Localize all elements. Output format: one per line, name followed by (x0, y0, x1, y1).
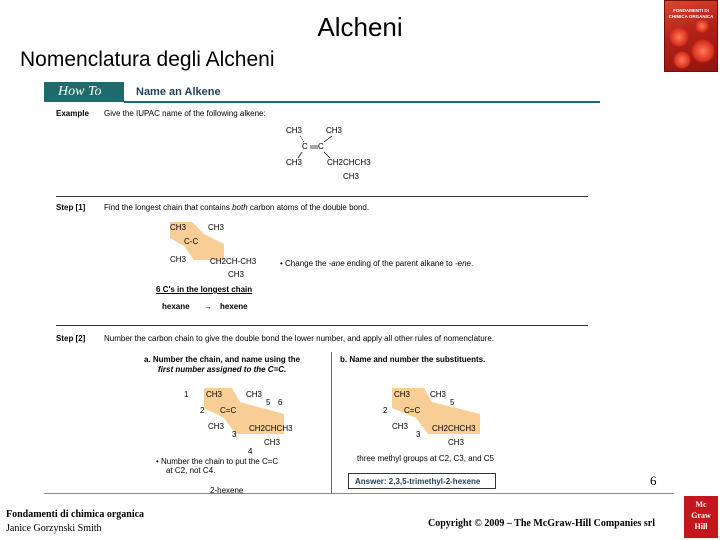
step1-hexane: hexane (162, 302, 190, 311)
example-ch2chch3: CH2CHCH3 (327, 158, 371, 167)
example-carbon-right: C (318, 142, 324, 151)
step1-ch3-top-left: CH3 (170, 223, 187, 232)
step1-ch3-bottom: CH3 (170, 255, 187, 264)
step2-column-divider (331, 352, 332, 494)
footer-divider (44, 493, 674, 494)
step2b-ch3-top-right: CH3 (430, 390, 447, 399)
step2b-ch3-end: CH3 (448, 438, 465, 447)
step2a-ch3-bottom: CH3 (208, 422, 225, 431)
example-ch3-end: CH3 (343, 172, 360, 181)
howto-label: How To (58, 84, 102, 99)
step2a-num-1: 1 (184, 390, 189, 399)
logo-line-1: Mc (695, 500, 707, 509)
answer-box: Answer: 2,3,5-trimethyl-2-hexene (348, 473, 496, 489)
step2b-ch3-top-left: CH3 (394, 390, 411, 399)
book-author: Janice Gorzynski Smith (6, 523, 102, 534)
example-ch3-top-right: CH3 (326, 126, 343, 135)
step2-label: Step [2] (56, 334, 86, 343)
mcgraw-hill-logo: Mc Graw Hill (684, 496, 718, 538)
book-cover-image: FONDAMENTI DI CHIMICA ORGANICA (664, 0, 718, 72)
logo-line-2: Graw (691, 511, 711, 520)
step2a-num-3: 3 (232, 430, 237, 439)
step1-longest-chain: 6 C's in the longest chain (156, 285, 253, 294)
step1-label: Step [1] (56, 203, 86, 212)
step2b-num-5: 5 (450, 398, 455, 407)
logo-line-3: Hill (694, 522, 708, 531)
step1-hexene: hexene (220, 302, 248, 311)
howto-header: How To Name an Alkene (44, 82, 600, 104)
step1-ch2chch3: CH2CH-CH3 (210, 257, 257, 266)
example-ch3-bottom: CH3 (286, 158, 303, 167)
step2a-note-line2: at C2, not C4. (166, 466, 216, 475)
howto-underline (124, 101, 600, 103)
rule-after-example (56, 196, 588, 197)
step1-arrow: → (204, 302, 212, 311)
step2a-ch3-top-right: CH3 (246, 390, 263, 399)
step1-bullet: • Change the -ane ending of the parent a… (280, 259, 474, 268)
step1-text: Find the longest chain that contains bot… (104, 203, 370, 212)
example-text: Give the IUPAC name of the following alk… (104, 109, 266, 118)
step2a-num-6: 6 (278, 398, 283, 407)
step2a-result: 2-hexene (210, 486, 244, 494)
step2b-note: three methyl groups at C2, C3, and C5 (357, 454, 494, 463)
answer-text: Answer: 2,3,5-trimethyl-2-hexene (355, 477, 481, 486)
step2-a-line1: a. Number the chain, and name using the (144, 355, 301, 364)
howto-figure: How To Name an Alkene Example Give the I… (44, 82, 600, 494)
howto-tab: How To (44, 82, 124, 102)
page-number: 6 (650, 473, 657, 488)
step2-b-text: b. Name and number the substituents. (340, 355, 486, 364)
book-cover-text: FONDAMENTI DI CHIMICA ORGANICA (668, 8, 714, 19)
step2b-ch3-bottom: CH3 (392, 422, 409, 431)
step2a-note-line1: • Number the chain to put the C=C (156, 457, 279, 466)
example-label: Example (56, 109, 89, 118)
step2a-num-5: 5 (266, 398, 271, 407)
slide-title: Alcheni (317, 12, 403, 42)
book-title: Fondamenti di chimica organica (6, 509, 145, 520)
step2b-highlight (392, 388, 480, 434)
step2a-ch2chch3: CH2CHCH3 (249, 424, 293, 433)
step2b-num-2: 2 (383, 406, 388, 415)
slide-subtitle: Nomenclatura degli Alcheni (20, 48, 275, 71)
step2a-highlight (204, 388, 284, 434)
copyright-text: Copyright © 2009 – The McGraw-Hill Compa… (428, 518, 656, 529)
step2b-num-3: 3 (416, 430, 421, 439)
example-bonds (297, 135, 333, 159)
example-carbon-left: C (302, 142, 308, 151)
step2a-ch3-top-left: CH3 (206, 390, 223, 399)
step1-ch3-end: CH3 (228, 270, 245, 279)
rule-after-step1 (56, 325, 588, 326)
example-ch3-top-left: CH3 (286, 126, 303, 135)
step1-cc: C-C (184, 237, 199, 246)
step2a-cc: C=C (220, 406, 237, 415)
step1-ch3-top-right: CH3 (208, 223, 225, 232)
step2a-num-4: 4 (248, 447, 253, 456)
step1-highlight (170, 222, 224, 260)
step2a-ch3-end: CH3 (264, 438, 281, 447)
step2a-num-2: 2 (200, 406, 205, 415)
step2b-cc: C=C (404, 406, 421, 415)
howto-heading: Name an Alkene (136, 86, 221, 98)
step2b-ch2chch3: CH2CHCH3 (432, 424, 476, 433)
step2-a-line2: first number assigned to the C=C. (158, 365, 287, 374)
step2-text: Number the carbon chain to give the doub… (104, 334, 495, 343)
